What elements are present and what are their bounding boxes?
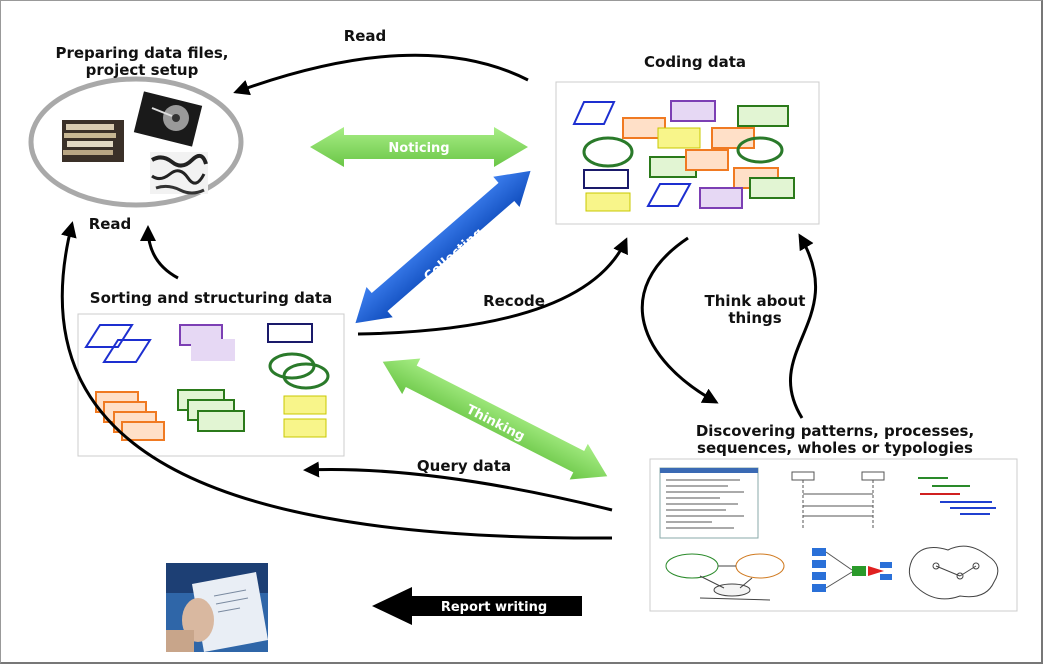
read-top-label: Read (343, 27, 387, 45)
noticing-double-arrow (310, 127, 528, 167)
think-about-things-label: Think about things (704, 292, 806, 327)
preparing-node-title: Preparing data files, project setup (55, 44, 229, 79)
paper-stack-image (62, 120, 124, 162)
handwriting-stamp-image (150, 152, 208, 195)
preparing-node-ellipse (28, 76, 244, 208)
sorting-node-title: Sorting and structuring data (89, 289, 333, 307)
recode-arrow (357, 237, 628, 336)
coding-to-discovering-arrow (640, 236, 719, 404)
discovering-to-sorting-arrow (60, 522, 612, 565)
thinking-double-arrow (382, 358, 608, 480)
noticing-label: Noticing (388, 141, 449, 156)
discovering-node-title: Discovering patterns, processes, sequenc… (695, 422, 975, 457)
discovering-to-preparing-arrow (60, 221, 613, 540)
report-writing-label: Report writing (441, 600, 547, 615)
hard-drive-image (133, 91, 203, 147)
read-left-arrow (140, 225, 179, 280)
recode-label: Recode (483, 292, 545, 310)
collecting-double-arrow (355, 170, 531, 324)
coding-node-title: Coding data (644, 53, 746, 71)
read-top-arrow (233, 53, 529, 96)
sorting-panel-shapes (77, 313, 345, 457)
report-photo (166, 563, 268, 652)
query-data-arrow (303, 461, 613, 512)
discovering-panel-thumbnails (649, 458, 1018, 612)
report-writing-arrow (372, 587, 582, 625)
query-data-label: Query data (416, 457, 512, 475)
coding-panel-shapes (555, 81, 820, 225)
think-about-things-arrow (789, 233, 818, 419)
read-left-label: Read (88, 215, 132, 233)
